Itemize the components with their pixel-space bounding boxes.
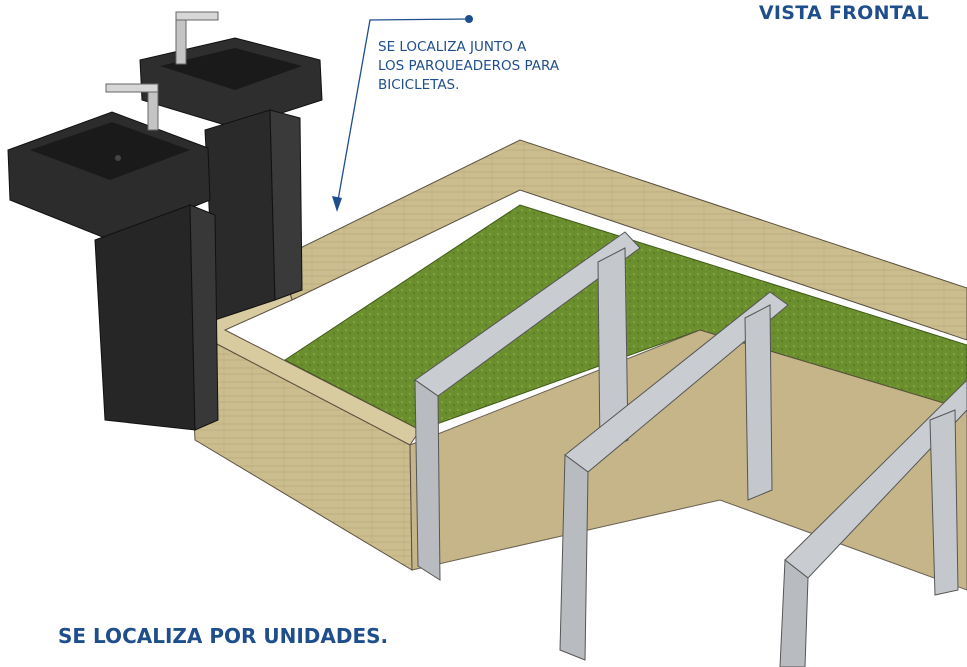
bike-rack-2 — [559, 291, 789, 661]
callout-text: SE LOCALIZA JUNTO A LOS PARQUEADEROS PAR… — [378, 38, 658, 95]
arrow-head-icon — [332, 196, 342, 212]
footer-note: SE LOCALIZA POR UNIDADES. — [58, 624, 389, 648]
sink-front — [7, 83, 219, 431]
view-title: VISTA FRONTAL — [758, 2, 929, 24]
callout-line: BICICLETAS. — [378, 77, 460, 93]
bike-rack-3 — [779, 379, 967, 667]
sink-back — [139, 11, 323, 321]
callout-line: LOS PARQUEADEROS PARA — [378, 58, 560, 74]
bike-rack-1 — [414, 231, 641, 581]
callout-line: SE LOCALIZA JUNTO A — [378, 39, 527, 55]
callout-leader — [332, 15, 473, 212]
